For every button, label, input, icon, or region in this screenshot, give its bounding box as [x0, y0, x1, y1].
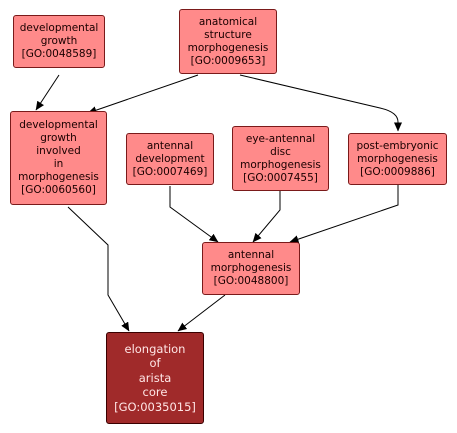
edge-antennal-morphogenesis-to-elongation — [177, 294, 226, 332]
node-label-line: developmental — [19, 22, 99, 34]
node-label-line: antennal — [146, 139, 194, 152]
node-label-line: morphogenesis — [240, 158, 321, 171]
edge-involved-to-elongation — [67, 206, 130, 332]
node-label-line: post-embryonic — [356, 139, 439, 152]
node-go-id: [GO:0009653] — [190, 54, 266, 67]
node-label-line: morphogenesis — [18, 171, 99, 183]
node-label-line: of — [149, 356, 161, 371]
edge-antennal-development-to-antennal-morphogenesis — [169, 186, 219, 243]
node-label-line: arista — [138, 370, 172, 385]
node-elongation-of-arista-core[interactable]: elongation of arista core [GO:0035015] — [106, 332, 204, 424]
node-label-line: growth — [40, 35, 78, 47]
node-post-embryonic-morphogenesis[interactable]: post-embryonic morphogenesis [GO:0009886… — [348, 133, 447, 185]
node-go-id: [GO:0048800] — [213, 275, 289, 287]
node-label-line: elongation — [124, 341, 186, 356]
node-label-line: core — [142, 385, 168, 400]
node-go-id: [GO:0007455] — [243, 171, 318, 184]
node-label-line: involved — [36, 145, 81, 157]
node-label-line: eye-antennal — [245, 132, 316, 145]
node-go-id: [GO:0048589] — [21, 48, 97, 60]
node-developmental-growth[interactable]: developmental growth [GO:0048589] — [13, 15, 105, 68]
node-antennal-morphogenesis[interactable]: antennal morphogenesis [GO:0048800] — [202, 242, 300, 295]
node-label-line: morphogenesis — [357, 152, 438, 165]
edge-post-embryonic-to-antennal-morphogenesis — [289, 185, 399, 244]
edge-eye-antennal-to-antennal-morphogenesis — [252, 191, 281, 243]
node-label-line: growth — [40, 132, 77, 144]
node-label-line: disc — [270, 145, 291, 158]
node-label-line: developmental — [19, 119, 98, 131]
node-go-id: [GO:0060560] — [21, 184, 96, 196]
node-label-line: antennal — [227, 249, 275, 261]
node-label-line: in — [53, 158, 64, 170]
node-eye-antennal-disc-morphogenesis[interactable]: eye-antennal disc morphogenesis [GO:0007… — [232, 126, 329, 191]
node-label-line: structure — [204, 28, 252, 41]
node-label-line: anatomical — [198, 15, 258, 28]
node-label-line: morphogenesis — [187, 41, 269, 54]
node-label-line: morphogenesis — [210, 262, 292, 274]
node-go-id: [GO:0007469] — [132, 165, 208, 178]
edge-anatomical-to-involved — [87, 74, 199, 115]
edge-anatomical-to-post-embryonic — [239, 74, 402, 132]
node-go-id: [GO:0035015] — [114, 399, 196, 414]
node-developmental-growth-involved-in-morphogenesis[interactable]: developmental growth involved in morphog… — [10, 111, 107, 205]
node-label-line: development — [135, 152, 205, 165]
node-anatomical-structure-morphogenesis[interactable]: anatomical structure morphogenesis [GO:0… — [179, 9, 277, 74]
node-go-id: [GO:0009886] — [360, 165, 435, 178]
node-antennal-development[interactable]: antennal development [GO:0007469] — [126, 133, 214, 185]
edge-developmental-growth-to-involved — [35, 74, 60, 111]
